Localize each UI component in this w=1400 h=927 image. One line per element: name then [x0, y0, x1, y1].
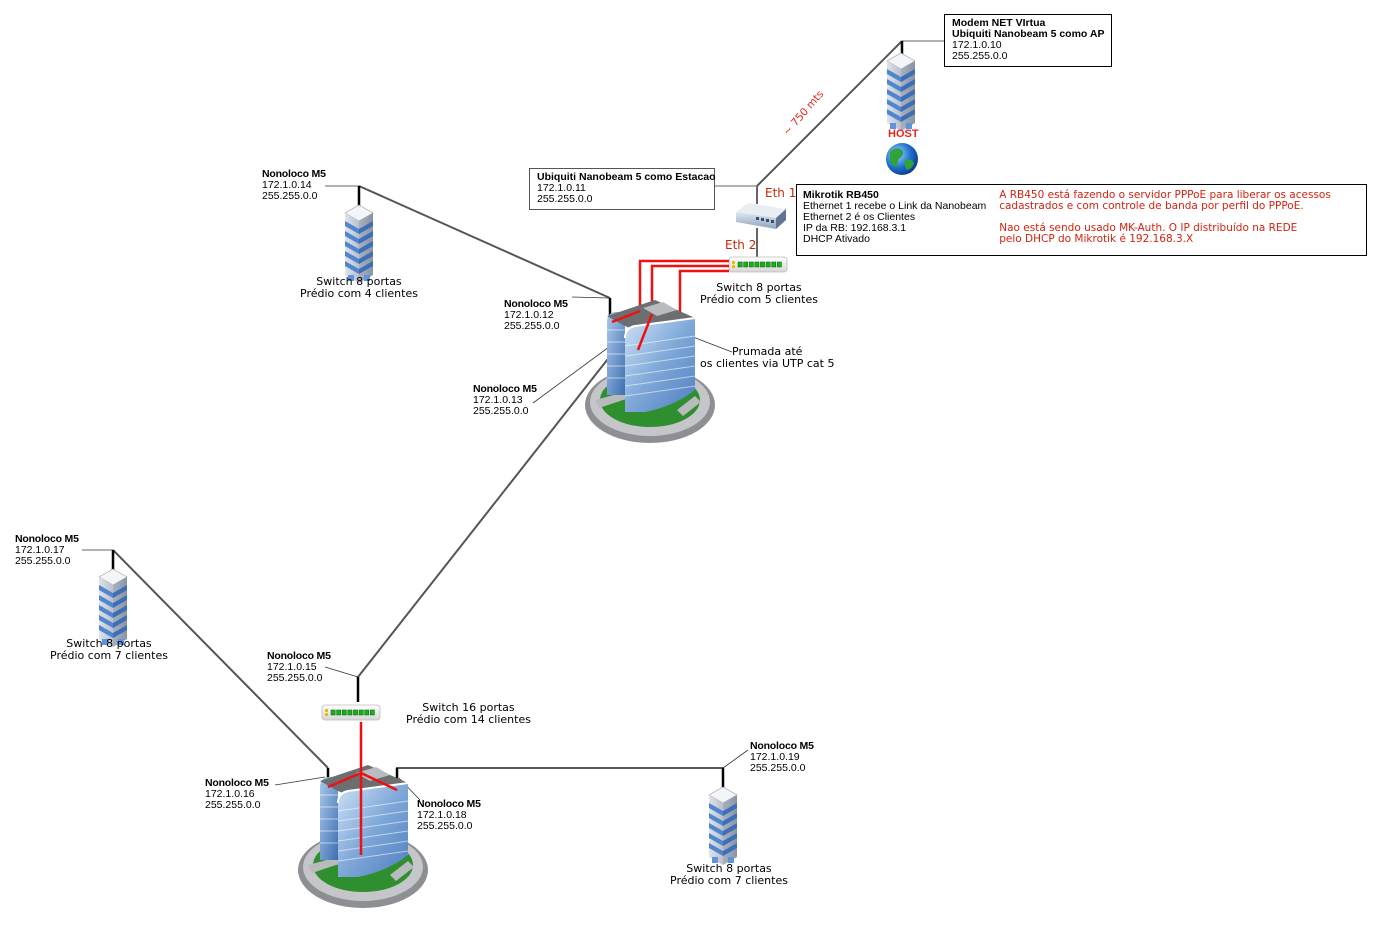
central-switch-icon [728, 256, 788, 273]
node-label-m5-17: Nonoloco M5 172.1.0.17 255.255.0.0 [15, 533, 79, 567]
link-central-m5-14 [358, 185, 611, 299]
mikrotik-router-icon [736, 203, 786, 229]
eth1-label: Eth 1 [765, 186, 797, 200]
tower-m5-14-icon [344, 204, 374, 284]
host-info-box: Modem NET VIrtua Ubiquiti Nanobeam 5 com… [944, 14, 1113, 67]
router-info-box: Mikrotik RB450 Ethernet 1 recebe o Link … [796, 184, 1367, 256]
utp-cables-south [327, 722, 398, 855]
node-label-m5-14: Nonoloco M5 172.1.0.14 255.255.0.0 [262, 168, 326, 202]
link-m5-17-m5-16 [112, 549, 329, 769]
south-switch-icon [321, 704, 381, 721]
link-central-m5-15 [357, 326, 634, 678]
node-caption-m5-14: Switch 8 portas Prédio com 4 clientes [300, 275, 418, 300]
node-label-m5-12: Nonoloco M5 172.1.0.12 255.255.0.0 [504, 298, 568, 332]
router-info-left: Mikrotik RB450 Ethernet 1 recebe o Link … [803, 189, 987, 245]
link-m5-18-m5-19 [396, 767, 724, 788]
node-label-m5-13: Nonoloco M5 172.1.0.13 255.255.0.0 [473, 383, 537, 417]
south-building-icon [297, 764, 429, 909]
station-info-box: Ubiquiti Nanobeam 5 como Estacao 172.1.0… [529, 168, 716, 210]
router-info-note: A RB450 está fazendo o servidor PPPoE pa… [999, 189, 1331, 245]
central-switch-caption: Switch 8 portas Prédio com 5 clientes [700, 281, 818, 306]
south-switch-caption: Switch 16 portas Prédio com 14 clientes [406, 701, 531, 726]
globe-icon [886, 143, 918, 175]
node-label-m5-15: Nonoloco M5 172.1.0.15 255.255.0.0 [267, 650, 331, 684]
host-tower-icon [886, 52, 916, 132]
host-label: HOST [888, 128, 919, 140]
node-label-m5-18: Nonoloco M5 172.1.0.18 255.255.0.0 [417, 798, 481, 832]
node-caption-m5-17: Switch 8 portas Prédio com 7 clientes [50, 637, 168, 662]
link-host-station [756, 40, 903, 187]
tower-m5-19-icon [708, 786, 738, 866]
node-caption-m5-19: Switch 8 portas Prédio com 7 clientes [670, 862, 788, 887]
node-label-m5-19: Nonoloco M5 172.1.0.19 255.255.0.0 [750, 740, 814, 774]
tower-m5-17-icon [98, 568, 128, 648]
node-label-m5-16: Nonoloco M5 172.1.0.16 255.255.0.0 [205, 777, 269, 811]
central-building-caption: Prumada até os clientes via UTP cat 5 [700, 345, 835, 370]
eth2-label: Eth 2 [725, 238, 757, 252]
